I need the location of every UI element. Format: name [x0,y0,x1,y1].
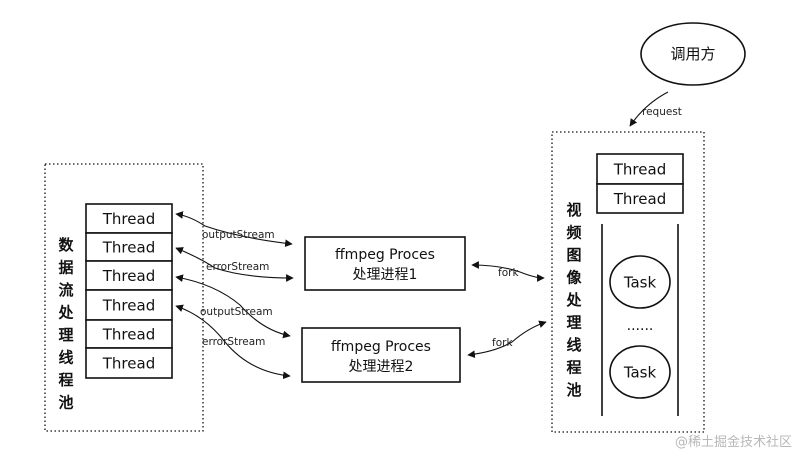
process-1-subtitle: 处理进程1 [353,267,418,283]
video-pool-thread: Thread [596,183,684,214]
data-pool-thread-label: Thread [102,326,155,344]
data-pool-thread: Thread [85,260,173,291]
error-stream-1-edge: errorStream [175,247,294,282]
data-pool-thread: Thread [85,319,173,349]
request-edge-label: request [642,106,682,118]
data-pool-thread-label: Thread [102,267,155,285]
video-pool-thread-label: Thread [613,190,666,208]
video-pool-thread: Thread [596,153,684,185]
task-ellipsis: ...... [627,318,654,334]
video-pool-thread-label: Thread [613,161,666,179]
data-pool-thread-label: Thread [102,297,155,315]
data-pool-title: 数据流处理线程池 [57,236,74,412]
process-2-subtitle: 处理进程2 [349,359,414,375]
output-stream-1-label: outputStream [202,229,275,241]
data-pool-thread: Thread [85,203,173,234]
data-stream-thread-pool: 数据流处理线程池 ThreadThreadThreadThreadThreadT… [44,163,204,432]
data-pool-thread-label: Thread [102,239,155,257]
task-node: Task [609,255,671,309]
data-pool-thread-label: Thread [102,355,155,373]
fork-1-label: fork [498,267,519,279]
process-1-title: ffmpeg Proces [335,247,435,263]
output-stream-2-edge: outputStream [175,274,291,339]
video-pool-title: 视频图像处理线程池 [565,201,582,399]
process-2-title: ffmpeg Proces [331,339,431,355]
error-stream-2-edge: errorStream [175,304,291,380]
error-stream-1-label: errorStream [206,261,269,273]
task-label: Task [623,274,657,292]
task-node: Task [609,345,671,399]
data-pool-thread-label: Thread [102,210,155,228]
output-stream-1-edge: outputStream [175,211,293,248]
data-pool-thread: Thread [85,347,173,379]
fork-2-edge: fork [467,320,547,359]
data-pool-thread: Thread [85,289,173,321]
request-edge: request [629,91,682,127]
watermark: @稀土掘金技术社区 [675,434,792,450]
data-pool-thread: Thread [85,232,173,262]
fork-1-edge: fork [471,261,545,282]
caller-label: 调用方 [670,45,715,63]
caller-node: 调用方 [640,22,746,86]
task-label: Task [623,364,657,382]
ffmpeg-process-1: ffmpeg Proces 处理进程1 [304,236,466,291]
error-stream-2-label: errorStream [202,336,265,348]
fork-2-label: fork [492,337,513,349]
ffmpeg-process-2: ffmpeg Proces 处理进程2 [301,327,461,383]
output-stream-2-label: outputStream [200,306,273,318]
